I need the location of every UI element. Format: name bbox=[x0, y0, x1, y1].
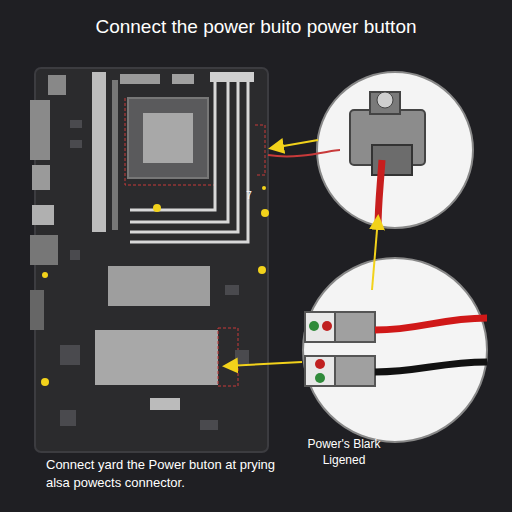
caption: Connect yard the Power buton at prying a… bbox=[46, 456, 286, 492]
wire-label: Power's Blark Ligened bbox=[294, 436, 394, 468]
callout-number: 7 bbox=[243, 190, 255, 202]
title: Connect the power buito power button bbox=[0, 16, 512, 38]
